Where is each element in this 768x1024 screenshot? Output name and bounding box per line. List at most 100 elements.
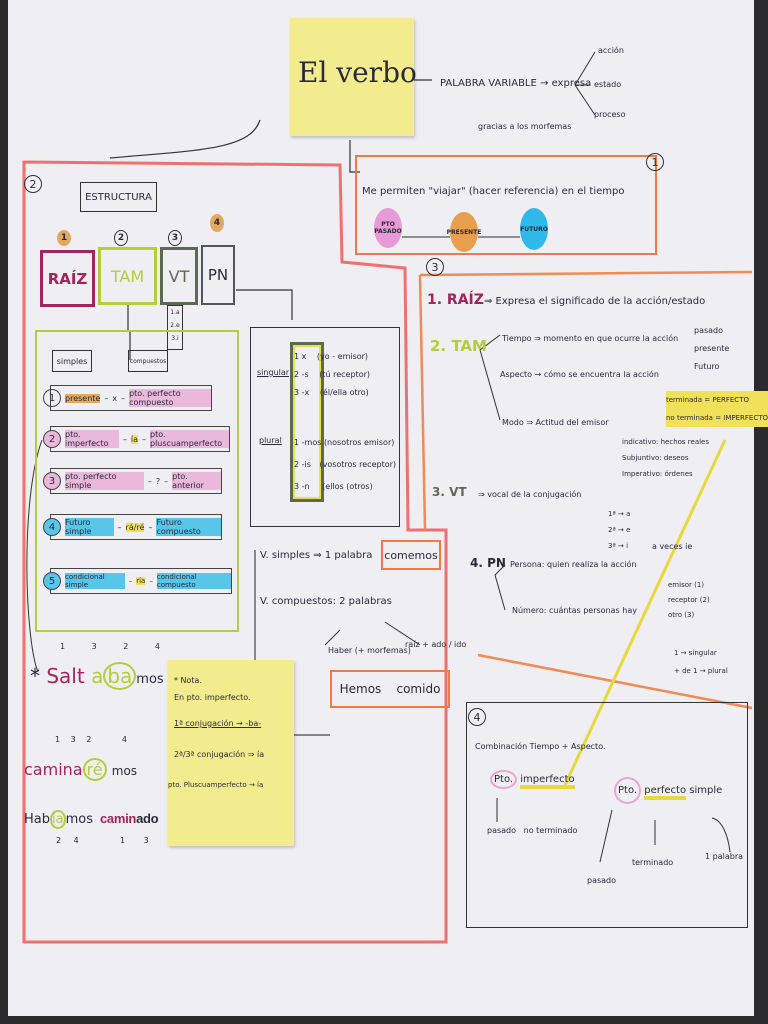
person-who: (yo - emisor) bbox=[316, 352, 369, 361]
person-morpheme: -is bbox=[301, 460, 311, 469]
person-morpheme: -n bbox=[301, 482, 310, 491]
vt-value: 2ª → e bbox=[608, 526, 631, 534]
example-3-numbers: 2 4 bbox=[56, 836, 79, 845]
ex-num: 4 bbox=[121, 735, 128, 744]
vt-vowel: 2.e bbox=[170, 322, 180, 329]
block-raiz: RAÍZ bbox=[40, 250, 95, 307]
section-4-connectors bbox=[496, 798, 731, 863]
tense-number: 1 bbox=[43, 389, 61, 407]
tense-marker: ría bbox=[136, 577, 146, 585]
time-presente: PRESENTE bbox=[447, 212, 481, 252]
section-1-number: 1 bbox=[646, 153, 664, 171]
ex-part: mos bbox=[65, 812, 93, 827]
vt-value: 3ª → i bbox=[608, 542, 629, 550]
left-term: Pto. imperfecto bbox=[490, 770, 575, 789]
persona-values: emisor (1)receptor (2)otro (3) bbox=[668, 578, 710, 623]
tiempo-value: pasado bbox=[694, 326, 724, 335]
tense-number: 3 bbox=[43, 472, 61, 490]
section-4-heading: Combinación Tiempo + Aspecto. bbox=[475, 742, 606, 751]
singular-persons: 1 x (yo - emisor) 2 -s (tú receptor) 3 -… bbox=[294, 348, 370, 402]
vt-vowel: 1.a bbox=[170, 309, 180, 316]
numero-values: 1 → singular+ de 1 → plural bbox=[674, 644, 728, 680]
pn-arrow bbox=[236, 289, 293, 320]
note-line: 2ª/3ª conjugación ⇒ ía bbox=[174, 750, 265, 759]
note-line: 1ª conjugación → -ba- bbox=[174, 719, 262, 728]
ex-part: ado bbox=[136, 811, 159, 826]
vt-vowels: 1.a 2.e 3.i bbox=[167, 305, 183, 350]
persona-value: receptor (2) bbox=[668, 596, 710, 604]
tense-number: 2 bbox=[43, 430, 61, 448]
plural-persons: 1 -mos (nosotros emisor) 2 -is (vosotros… bbox=[294, 432, 396, 498]
tense-simple: pto. imperfecto bbox=[65, 430, 119, 448]
compound-example: Hemos comido bbox=[330, 670, 450, 708]
compound-connectors bbox=[324, 621, 421, 646]
tam-arrow bbox=[127, 305, 131, 360]
example-2-numbers: 1 3 2 4 bbox=[55, 735, 127, 744]
person-column bbox=[290, 342, 324, 502]
ex-part: mos bbox=[111, 764, 138, 778]
modo-value: Subjuntivo: deseos bbox=[622, 454, 689, 462]
ex-part: ía bbox=[50, 810, 66, 829]
tense-simple: pto. perfecto simple bbox=[65, 472, 144, 490]
right-meaning: pasado bbox=[587, 876, 617, 885]
block-number: 3 bbox=[168, 230, 182, 246]
right-meaning: 1 palabra bbox=[705, 852, 744, 861]
block-number: 1 bbox=[57, 230, 71, 246]
yellow-arrow bbox=[563, 439, 727, 786]
raiz-text: ⇒ Expresa el significado de la acción/es… bbox=[484, 296, 706, 307]
ex-num: 2 bbox=[123, 642, 129, 651]
example-4: caminado bbox=[100, 811, 159, 826]
person-num: 2 bbox=[294, 460, 300, 469]
ex-part: Hab bbox=[24, 812, 50, 827]
ex-num: 3 bbox=[91, 642, 97, 651]
tense-compound: condicional compuesto bbox=[156, 573, 231, 589]
ex-part: mos bbox=[136, 672, 164, 687]
ex-part: ba bbox=[103, 662, 137, 690]
tiempo-value: presente bbox=[694, 344, 730, 353]
note-line: En pto. imperfecto. bbox=[174, 693, 251, 702]
tense-simple: Futuro simple bbox=[65, 518, 114, 536]
meaning: pasado bbox=[487, 826, 517, 835]
right-term: Pto. perfecto simple bbox=[614, 777, 722, 804]
compound-example-word: Hemos bbox=[339, 682, 382, 696]
tam-brace bbox=[479, 334, 501, 421]
meaning: no terminado bbox=[523, 826, 578, 835]
person-who: (vosotros receptor) bbox=[319, 460, 397, 469]
modo-value: indicativo: hechos reales bbox=[622, 438, 710, 446]
section-1-box bbox=[355, 155, 657, 255]
right-meaning: terminado bbox=[632, 858, 674, 867]
block-vt: VT bbox=[160, 247, 198, 305]
ex-num: 4 bbox=[73, 836, 79, 845]
simples-header: simples bbox=[52, 350, 92, 372]
ex-part: camin bbox=[100, 811, 137, 826]
pn-numero: Número: cuántas personas hay bbox=[512, 606, 637, 615]
ex-part: camina bbox=[24, 760, 83, 779]
tense-simple: presente bbox=[65, 393, 101, 403]
expresses-item: estado bbox=[594, 80, 622, 89]
ex-num: 3 bbox=[143, 836, 149, 845]
section-4-box bbox=[466, 702, 748, 928]
verb-simple-example: comemos bbox=[381, 540, 441, 570]
section-1-text: Me permiten "viajar" (hacer referencia) … bbox=[362, 186, 625, 197]
expresses-item: proceso bbox=[594, 110, 626, 119]
ex-num: 1 bbox=[60, 642, 66, 651]
compound-example-word: comido bbox=[396, 682, 441, 696]
paper-sheet bbox=[8, 0, 754, 1016]
note-line: pto. Pluscuamperfecto → ía bbox=[168, 781, 264, 789]
person-num: 3 bbox=[294, 388, 300, 397]
block-tam: TAM bbox=[98, 247, 157, 305]
estructura-heading: ESTRUCTURA bbox=[80, 182, 157, 212]
aspecto-value: terminada = PERFECTO bbox=[666, 391, 768, 409]
ex-num: 2 bbox=[56, 836, 62, 845]
tense-compound: pto. pluscuamperfecto bbox=[150, 430, 229, 448]
vt-value: 1ª → a bbox=[608, 510, 631, 518]
example-1-numbers: 1 3 2 4 bbox=[60, 642, 160, 651]
persona-value: emisor (1) bbox=[668, 581, 705, 589]
tam-aspecto: Aspecto → cómo se encuentra la acción bbox=[500, 370, 659, 379]
